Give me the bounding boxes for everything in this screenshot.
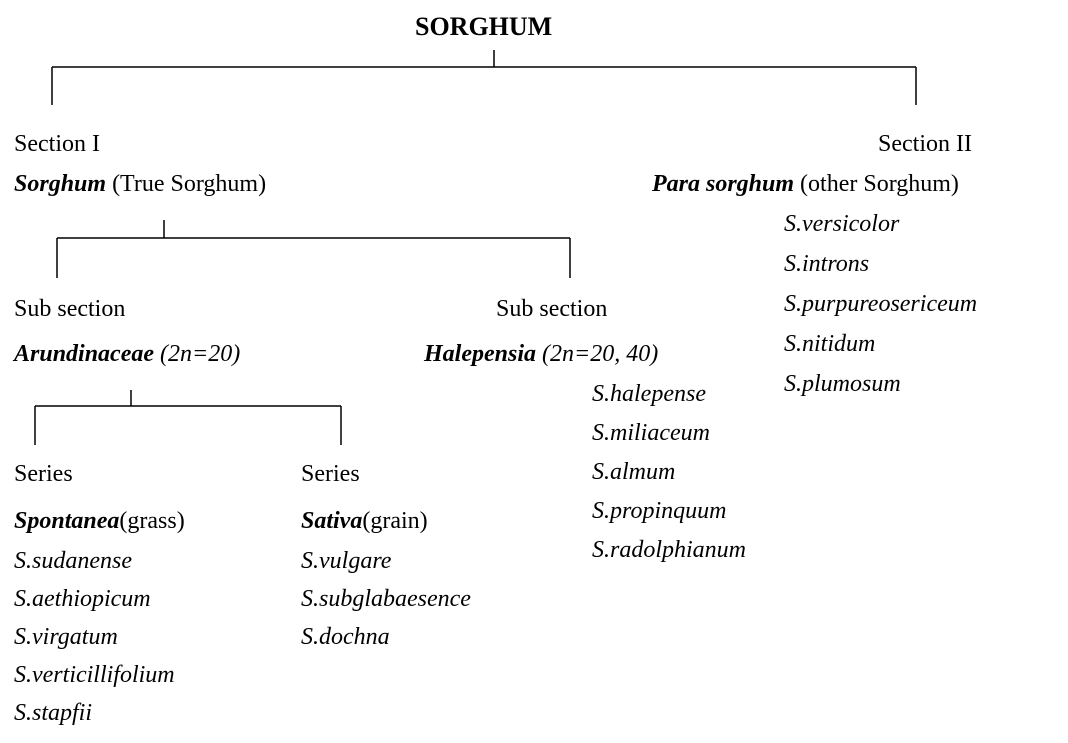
sub1-chromosomes: (2n=20) [154, 341, 241, 367]
series2-label: Series [301, 461, 360, 487]
species-item: S.verticillifolium [14, 662, 175, 688]
species-item: S.purpureosericeum [784, 291, 978, 317]
species-item: S.sudanense [14, 548, 132, 574]
section1-label: Section I [14, 131, 100, 157]
species-item: S.halepense [592, 381, 706, 407]
diagram-title: SORGHUM [415, 12, 553, 41]
series1-label: Series [14, 461, 73, 487]
series2-species: S.vulgare S.subglabaesence S.dochna [301, 547, 471, 661]
series2-name: Sativa [301, 508, 363, 534]
sub2-label: Sub section [496, 296, 608, 322]
sub1-name: Arundinaceae [14, 341, 155, 367]
section1-heading: Sorghum (True Sorghum) [14, 170, 266, 198]
sub2-chromosomes: (2n=20, 40) [536, 341, 659, 367]
section2-name: Para sorghum [652, 171, 795, 197]
species-item: S.almum [592, 459, 676, 485]
section2-note: (other Sorghum) [794, 171, 959, 197]
species-item: S.miliaceum [592, 420, 710, 446]
species-item: S.stapfii [14, 700, 93, 726]
section1-note: (True Sorghum) [106, 171, 267, 197]
section1-name: Sorghum [14, 171, 107, 197]
series1-name: Spontanea [14, 508, 120, 534]
species-item: S.radolphianum [592, 537, 747, 563]
species-item: S.virgatum [14, 624, 118, 650]
sub1-label: Sub section [14, 296, 126, 322]
sub2-heading: Halepensia (2n=20, 40) [424, 340, 658, 368]
sub1-heading: Arundinaceae (2n=20) [14, 340, 240, 368]
species-item: S.nitidum [784, 331, 876, 357]
sub2-species: S.halepense S.miliaceum S.almum S.propin… [592, 380, 746, 575]
series1-note: (grass) [119, 508, 185, 534]
section2-heading: Para sorghum (other Sorghum) [652, 170, 959, 198]
species-item: S.propinquum [592, 498, 727, 524]
species-item: S.plumosum [784, 371, 901, 397]
series1-species: S.sudanense S.aethiopicum S.virgatum S.v… [14, 547, 175, 737]
series1-heading: Spontanea(grass) [14, 507, 185, 535]
section2-label: Section II [878, 131, 972, 157]
species-item: S.aethiopicum [14, 586, 151, 612]
species-item: S.vulgare [301, 548, 392, 574]
species-item: S.dochna [301, 624, 390, 650]
series2-heading: Sativa(grain) [301, 507, 428, 535]
sub2-name: Halepensia [424, 341, 536, 367]
species-item: S.versicolor [784, 211, 900, 237]
species-item: S.introns [784, 251, 870, 277]
species-item: S.subglabaesence [301, 586, 471, 612]
section2-species: S.versicolor S.introns S.purpureosericeu… [784, 210, 977, 410]
series2-note: (grain) [362, 508, 428, 534]
